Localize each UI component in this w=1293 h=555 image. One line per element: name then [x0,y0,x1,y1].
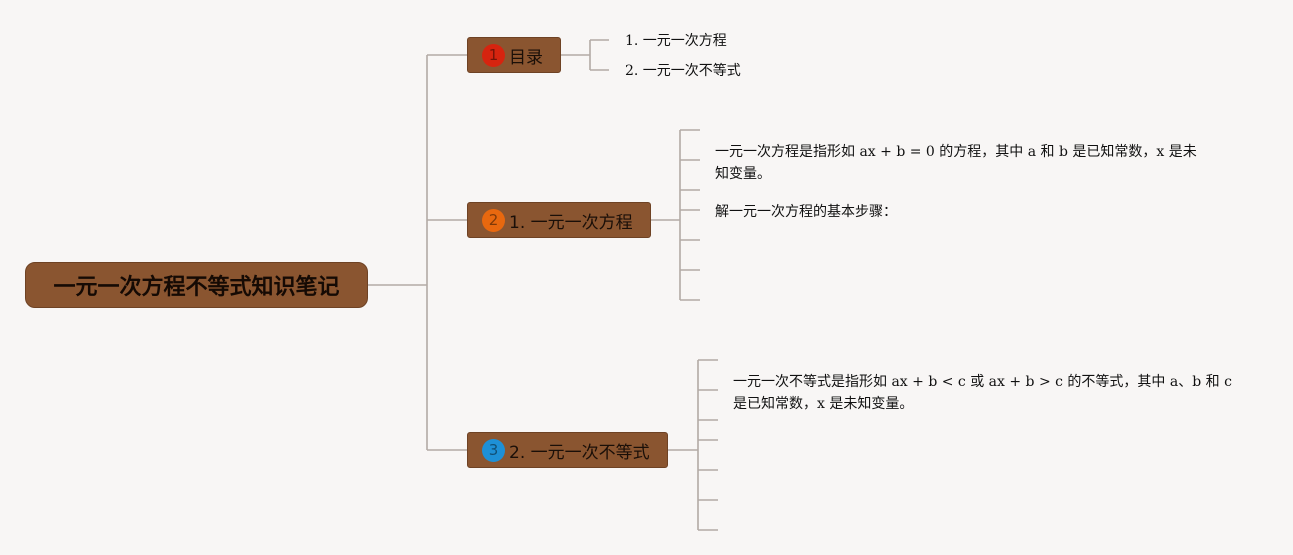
branch-1-bracket [561,39,609,71]
inequality-definition-text: 一元一次不等式是指形如 ax + b < c 或 ax + b > c 的不等式… [733,374,1232,412]
branch-label: 1. 一元一次方程 [509,212,633,233]
branch-label: 目录 [509,47,543,68]
number-badge-icon: 1 [482,43,505,67]
number-badge-icon: 3 [482,438,505,462]
branch-node-toc[interactable]: 1 目录 [467,37,561,73]
number-badge-icon: 2 [482,208,505,232]
root-node[interactable]: 一元一次方程不等式知识笔记 [25,262,368,308]
branch-3-bracket [668,359,718,531]
branch-label: 2. 一元一次不等式 [509,442,650,463]
equation-definition-text: 一元一次方程是指形如 ax + b = 0 的方程，其中 a 和 b 是已知常数… [715,144,1197,182]
branch-node-linear-inequality[interactable]: 3 2. 一元一次不等式 [467,432,668,468]
branch-node-linear-equation[interactable]: 2 1. 一元一次方程 [467,202,651,238]
equation-steps-heading: 解一元一次方程的基本步骤： [715,204,897,220]
toc-leaf-equation[interactable]: 1. 一元一次方程 [625,33,727,49]
toc-leaf-inequality[interactable]: 2. 一元一次不等式 [625,63,741,79]
branch-2-bracket [651,129,700,301]
root-title: 一元一次方程不等式知识笔记 [53,275,340,300]
